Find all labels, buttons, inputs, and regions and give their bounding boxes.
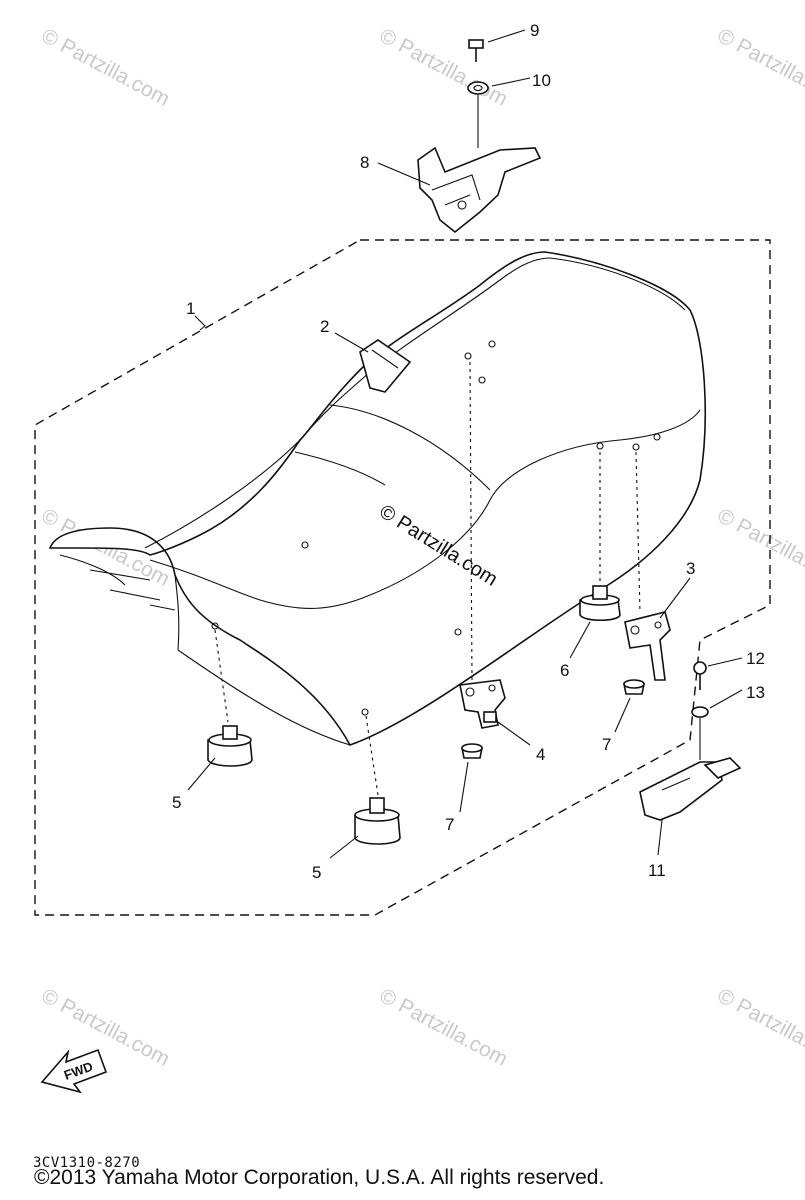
callout-13: 13 bbox=[746, 683, 765, 702]
seat-front-bump bbox=[329, 404, 491, 491]
fwd-arrow-icon: FWD bbox=[40, 1048, 108, 1094]
seat-rear-edge bbox=[174, 574, 180, 651]
hook-bracket-4 bbox=[459, 679, 506, 729]
watermark: © Partzilla.com bbox=[714, 24, 805, 111]
callout-9: 9 bbox=[530, 21, 539, 40]
watermark: © Partzilla.com bbox=[38, 24, 174, 111]
washer-10-hole bbox=[473, 84, 483, 92]
mount-hole bbox=[301, 541, 309, 549]
callout-2: 2 bbox=[320, 317, 329, 336]
callout-12: 12 bbox=[746, 649, 765, 668]
seat-top-edge bbox=[144, 257, 686, 549]
copyright-notice: ©2013 Yamaha Motor Corporation, U.S.A. A… bbox=[34, 1166, 605, 1189]
grommet-7-right bbox=[623, 679, 645, 695]
seat-lock-11 bbox=[639, 757, 742, 821]
hook-bracket-3 bbox=[624, 611, 671, 681]
seat-bottom-edge bbox=[177, 649, 351, 746]
assembly-boundary bbox=[34, 239, 771, 916]
watermark: © Partzilla.com bbox=[714, 504, 805, 591]
seat-outer bbox=[48, 251, 707, 746]
leader-lines bbox=[187, 29, 743, 859]
damper-5-right bbox=[354, 797, 401, 845]
callout-10: 10 bbox=[532, 71, 551, 90]
mount-hole bbox=[488, 340, 496, 348]
callout-7b: 7 bbox=[602, 735, 611, 754]
seat-grab-rail bbox=[59, 554, 176, 611]
callout-11: 11 bbox=[648, 861, 666, 880]
seat-strap bbox=[359, 339, 412, 393]
mount-hole bbox=[632, 443, 640, 451]
mount-hole bbox=[653, 433, 661, 441]
seat-strap-detail bbox=[371, 349, 399, 369]
damper-5-left bbox=[207, 725, 253, 767]
watermark: © Partzilla.com bbox=[714, 984, 805, 1071]
mount-hole bbox=[361, 708, 369, 716]
bolt-9 bbox=[468, 39, 484, 62]
callout-5a: 5 bbox=[172, 793, 181, 812]
callout-1: 1 bbox=[186, 299, 195, 318]
mount-hole bbox=[464, 352, 472, 360]
assembly-line bbox=[214, 629, 229, 723]
drawing-code: 3CV1310-8270 bbox=[33, 1155, 141, 1171]
callout-labels: 1 2 3 4 5 5 6 7 7 8 9 10 11 12 13 bbox=[172, 21, 765, 882]
lock-bracket bbox=[417, 146, 542, 234]
callout-8: 8 bbox=[360, 153, 369, 172]
callout-6: 6 bbox=[560, 661, 569, 680]
mount-hole bbox=[454, 628, 462, 636]
seat-piping bbox=[149, 409, 701, 610]
bolt-12 bbox=[693, 661, 707, 690]
seat-crease bbox=[294, 451, 386, 486]
washer-10 bbox=[467, 81, 489, 95]
mount-hole bbox=[596, 442, 604, 450]
assembly-line bbox=[635, 451, 641, 613]
grommet-7-left bbox=[461, 743, 483, 759]
seat-assembly bbox=[48, 251, 707, 746]
mount-hole bbox=[478, 376, 486, 384]
watermark: © Partzilla.com bbox=[376, 24, 512, 111]
watermark: © Partzilla.com bbox=[38, 984, 174, 1071]
callout-7a: 7 bbox=[445, 815, 454, 834]
callout-3: 3 bbox=[686, 559, 695, 578]
damper-6 bbox=[579, 585, 621, 622]
callout-5b: 5 bbox=[312, 863, 321, 882]
mount-hole bbox=[211, 622, 219, 630]
callout-4: 4 bbox=[536, 745, 545, 764]
watermark: © Partzilla.com bbox=[376, 984, 512, 1071]
washer-13 bbox=[691, 706, 709, 718]
